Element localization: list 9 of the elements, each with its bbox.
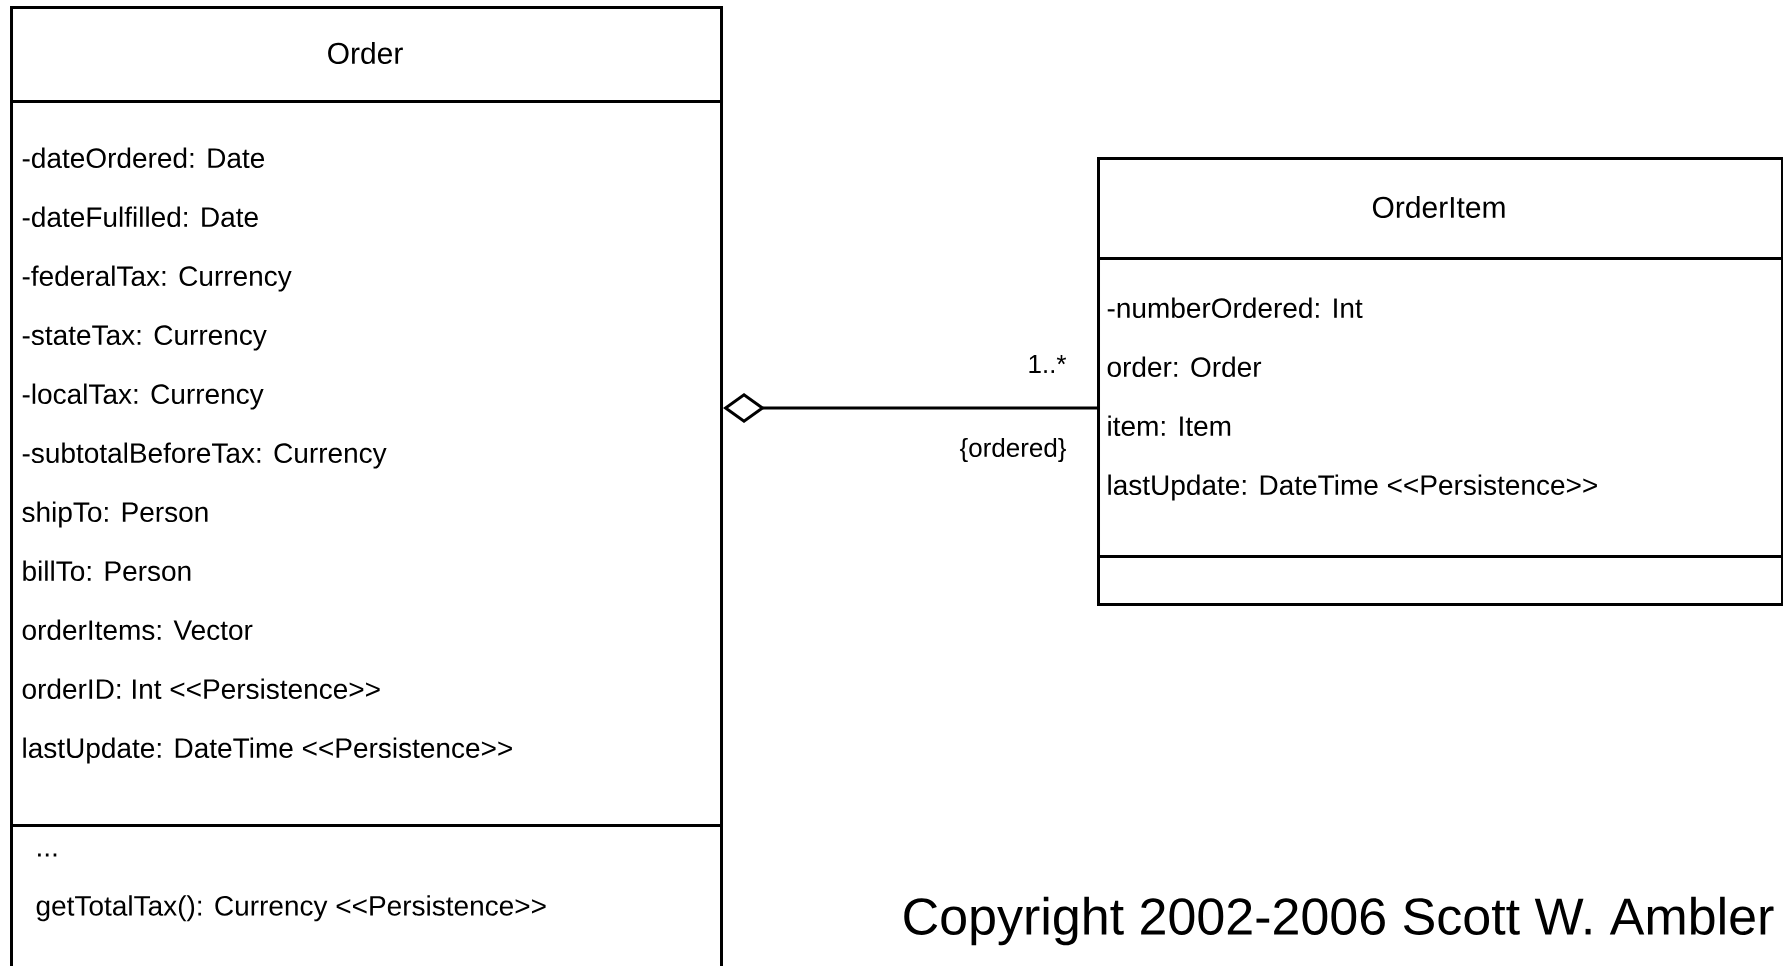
attribute-compartment: -dateOrdered: Date -dateFulfilled: Date -federalTax: Currency -stateTax: Currency -localTax: Currency -subtotalBeforeTax: Currency shipTo: Person billTo: Person orderItems: Vector orderID: Int <<Persistence>> lastUpdate: DateTime <<Persistence>> [10,100,723,827]
attribute-compartment: -numberOrdered: Int order: Order item: Item lastUpdate: DateTime <<Persistence>> [1097,257,1783,558]
constraint-label: {ordered} [959,437,1066,463]
class-name-box: OrderItem [1097,157,1783,260]
class-name-box: Order [10,6,723,103]
operation-compartment: ... getTotalTax(): Currency <<Persistence>> [10,824,723,966]
multiplicity-label: 1..* [1029,355,1067,373]
operation-compartment [1097,555,1783,606]
copyright-notice: Copyright 2002-2006 Scott W. Ambler [904,896,1774,946]
